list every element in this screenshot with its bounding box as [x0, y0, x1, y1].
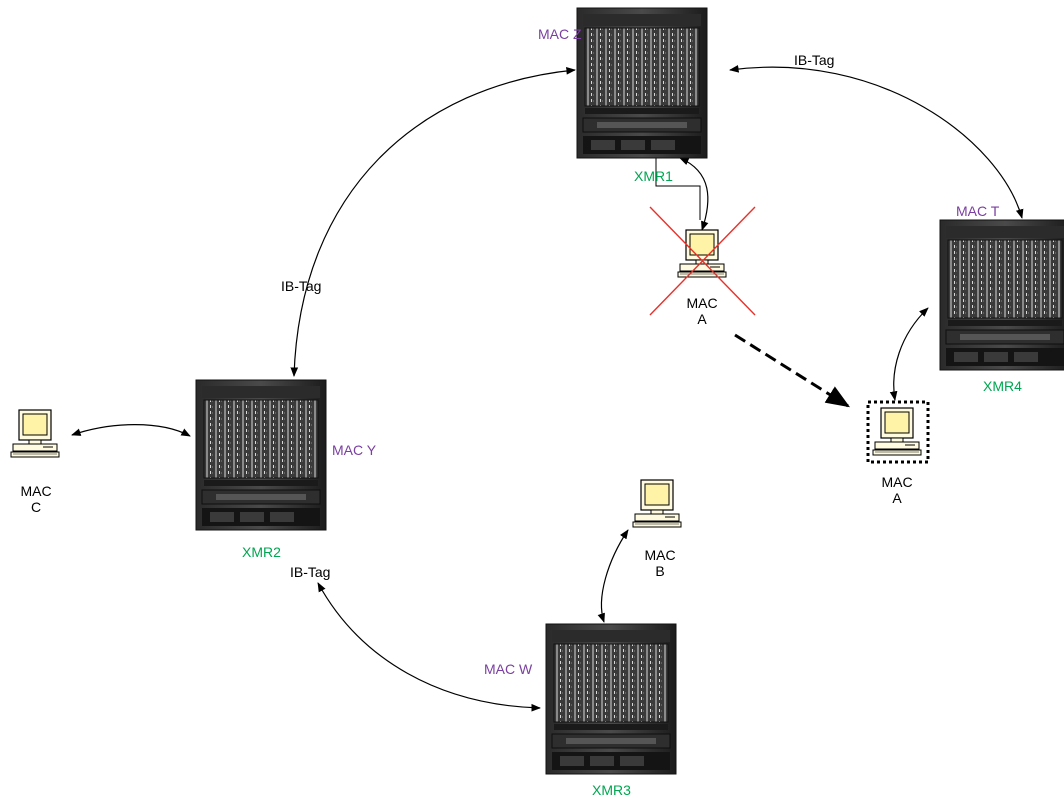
link-xmr2-xmr3	[317, 582, 541, 712]
host-b[interactable]	[632, 479, 682, 528]
moved-host-highlight	[866, 400, 930, 464]
xmr1-port-bracket	[655, 154, 701, 220]
ib-tag-label-top: IB-Tag	[794, 52, 835, 68]
links	[71, 65, 1024, 712]
router-name-xmr1: XMR1	[634, 168, 673, 184]
ib-tag-label-left: IB-Tag	[281, 278, 322, 294]
link-xmr4-host-a-moved	[889, 307, 929, 401]
host-label-line2: A	[892, 490, 902, 506]
host-label-line1: MAC	[644, 547, 676, 563]
host-label-b: MAC B	[636, 547, 684, 579]
host-move-arrow	[734, 333, 851, 408]
router-xmr4[interactable]	[939, 219, 1064, 371]
host-a-moved[interactable]	[866, 400, 930, 464]
mac-label-xmr4: MAC T	[956, 203, 1000, 219]
desktop-computer-icon	[872, 407, 922, 456]
mac-label-xmr1: MAC Z	[538, 26, 582, 42]
router-name-xmr4: XMR4	[983, 378, 1022, 394]
router-xmr1[interactable]	[576, 7, 708, 159]
link-xmr1-xmr4	[729, 65, 1024, 219]
router-chassis-icon	[939, 219, 1064, 371]
mac-label-xmr2: MAC Y	[332, 442, 377, 458]
host-label-line1: MAC	[881, 474, 913, 490]
host-label-c: MAC C	[12, 483, 60, 515]
host-label-line2: A	[697, 311, 707, 327]
desktop-computer-icon	[10, 409, 60, 458]
router-chassis-icon	[576, 7, 708, 159]
host-a-failed[interactable]	[649, 206, 756, 316]
host-label-a-failed: MAC A	[678, 295, 726, 327]
mac-label-xmr3: MAC W	[484, 661, 533, 677]
host-label-line2: B	[655, 563, 665, 579]
link-xmr2-host-c	[71, 424, 191, 437]
router-xmr3[interactable]	[545, 623, 677, 775]
failure-cross-icon	[649, 206, 756, 316]
host-label-a-moved: MAC A	[873, 474, 921, 506]
host-label-line1: MAC	[20, 483, 52, 499]
host-c[interactable]	[10, 409, 60, 458]
desktop-computer-icon	[632, 479, 682, 528]
router-name-xmr2: XMR2	[242, 544, 281, 560]
router-chassis-icon	[545, 623, 677, 775]
host-label-line2: C	[30, 499, 42, 515]
link-xmr1-xmr2	[290, 67, 576, 377]
host-label-line1: MAC	[686, 295, 718, 311]
router-name-xmr3: XMR3	[592, 782, 631, 798]
ib-tag-label-bottom: IB-Tag	[290, 564, 331, 580]
desktop-computer-icon	[677, 229, 727, 278]
router-xmr2[interactable]	[195, 379, 327, 531]
router-chassis-icon	[195, 379, 327, 531]
link-xmr1-host-a	[679, 157, 709, 231]
link-xmr3-host-b	[597, 529, 629, 623]
